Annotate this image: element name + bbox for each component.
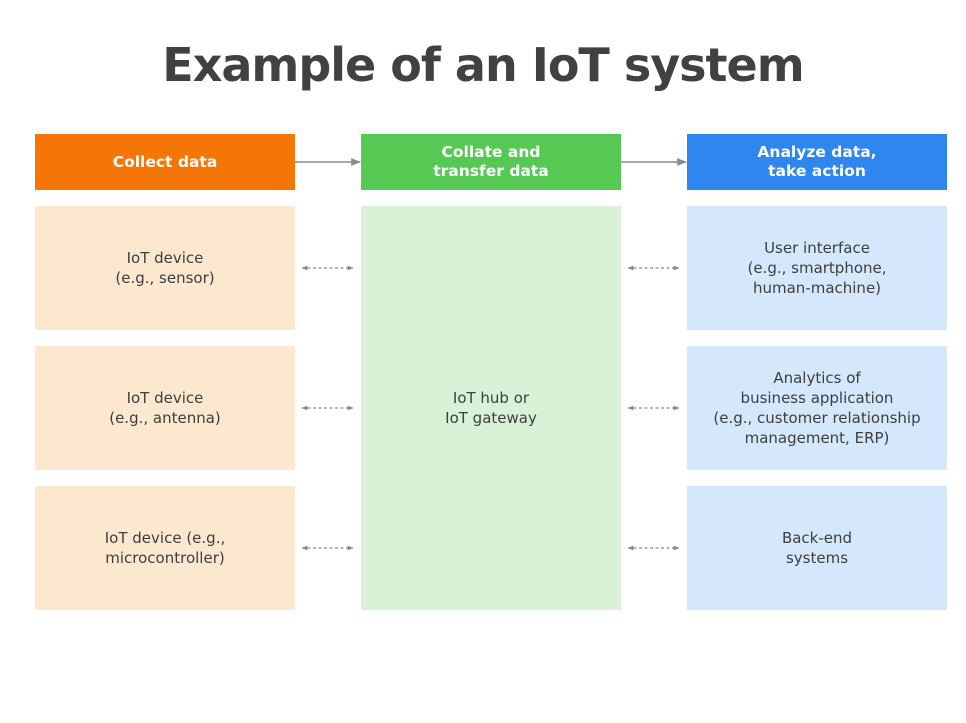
header-collect-data: Collect data <box>35 134 295 190</box>
action-box-analytics: Analytics of business application (e.g.,… <box>687 346 947 470</box>
device-box-sensor: IoT device (e.g., sensor) <box>35 206 295 330</box>
header-collate-transfer-data: Collate and transfer data <box>361 134 621 190</box>
action-box-user-interface: User interface (e.g., smartphone, human-… <box>687 206 947 330</box>
device-box-antenna: IoT device (e.g., antenna) <box>35 346 295 470</box>
action-box-backend: Back-end systems <box>687 486 947 610</box>
diagram-title: Example of an IoT system <box>162 38 804 92</box>
header-analyze-take-action: Analyze data, take action <box>687 134 947 190</box>
device-box-microcontroller: IoT device (e.g., microcontroller) <box>35 486 295 610</box>
hub-box: IoT hub or IoT gateway <box>361 206 621 610</box>
